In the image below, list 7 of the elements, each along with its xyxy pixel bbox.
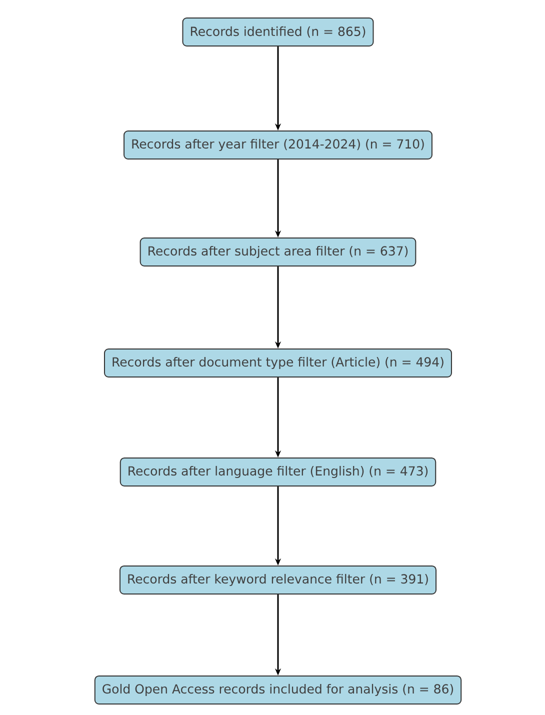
process-box: Records after keyword relevance filter (n = 391) bbox=[119, 566, 437, 594]
process-box: Records identified (n = 865) bbox=[182, 18, 374, 46]
process-box: Records after document type filter (Article) (n = 494) bbox=[104, 348, 452, 378]
process-box: Records after subject area filter (n = 637) bbox=[140, 238, 416, 266]
process-box: Records after year filter (2014-2024) (n = 710) bbox=[124, 130, 432, 160]
process-box: Records after language filter (English) (n = 473) bbox=[120, 458, 436, 486]
process-box: Gold Open Access records included for analysis (n = 86) bbox=[94, 676, 462, 704]
